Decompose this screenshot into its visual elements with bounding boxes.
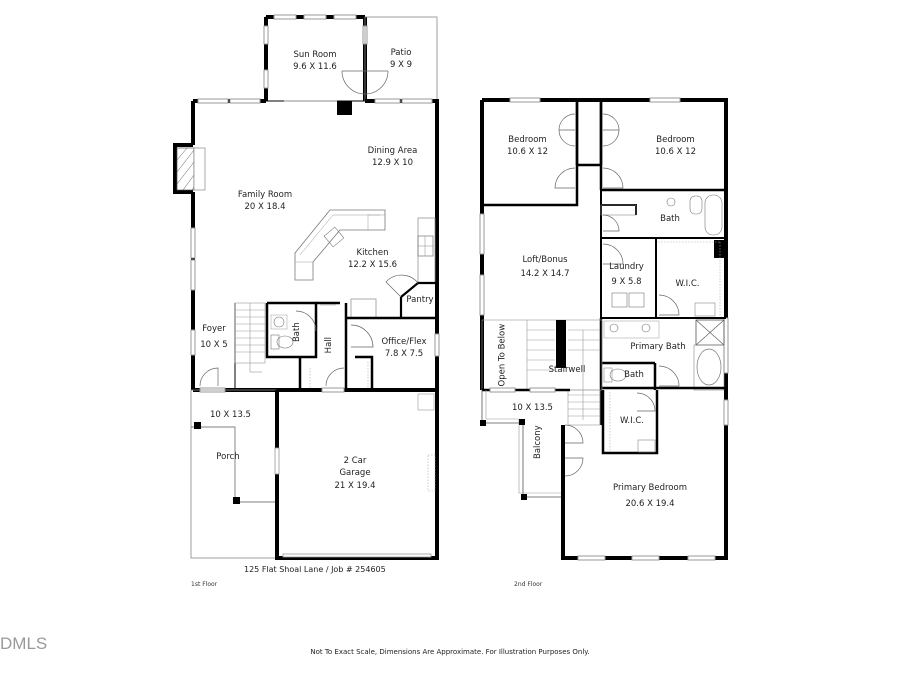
floor-label-2nd: 2nd Floor xyxy=(514,581,543,588)
room-dimensions: 9 X 5.8 xyxy=(611,277,642,288)
room-name: Porch xyxy=(216,452,240,462)
room-name: Foyer xyxy=(202,324,226,334)
room-porch-dimensions: 10 X 13.5 xyxy=(210,409,251,421)
room-pantry: Pantry xyxy=(404,294,436,306)
room-hall: Hall xyxy=(323,330,335,360)
second-floor-plan xyxy=(479,97,729,561)
room-name: Bath xyxy=(660,214,680,224)
room-name-line2: Garage xyxy=(339,468,371,479)
room-dining-area: Dining Area 12.9 X 10 xyxy=(360,145,425,170)
room-name: Pantry xyxy=(406,295,434,305)
room-name: Balcony xyxy=(532,425,543,460)
room-name: Loft/Bonus xyxy=(522,255,568,265)
room-name: Hall xyxy=(323,337,334,354)
room-bath-upper: Bath xyxy=(655,213,685,225)
room-name: Bath xyxy=(291,322,302,343)
room-primary-bath: Primary Bath xyxy=(628,341,688,353)
room-dimensions: 9 X 9 xyxy=(389,60,413,71)
room-wic-2: W.I.C. xyxy=(612,415,652,427)
room-name: Patio xyxy=(390,48,412,58)
room-bath-2: Bath xyxy=(620,369,648,381)
room-dimensions: 12.2 X 15.6 xyxy=(347,260,398,271)
room-bedroom-2: Bedroom 10.6 X 12 xyxy=(648,134,703,159)
room-patio: Patio 9 X 9 xyxy=(380,47,422,72)
room-bath: Bath xyxy=(291,317,303,347)
room-name: Stairwell xyxy=(548,365,586,375)
room-open-to-below: Open To Below xyxy=(496,323,508,388)
room-name: Primary Bath xyxy=(630,342,686,352)
room-dimensions: 10.6 X 12 xyxy=(655,147,696,158)
room-name: W.I.C. xyxy=(620,416,644,426)
room-laundry: Laundry 9 X 5.8 xyxy=(604,261,649,289)
room-name: Office/Flex xyxy=(381,337,427,347)
room-name: Dining Area xyxy=(367,146,418,156)
room-name: Family Room xyxy=(237,190,293,200)
floor-label-1st: 1st Floor xyxy=(191,581,218,588)
room-dimensions: 7.8 X 7.5 xyxy=(384,349,424,360)
room-name: Open To Below xyxy=(497,323,508,387)
room-wic-1: W.I.C. xyxy=(670,278,705,290)
room-dimensions: 12.9 X 10 xyxy=(372,158,413,169)
room-dimensions: 21 X 19.4 xyxy=(334,480,376,491)
room-name: Sun Room xyxy=(293,50,337,60)
room-loft-bonus: Loft/Bonus 14.2 X 14.7 xyxy=(515,254,575,281)
room-bedroom-1: Bedroom 10.6 X 12 xyxy=(500,134,555,159)
room-foyer: Foyer 10 X 5 xyxy=(196,323,232,352)
room-name: Bedroom xyxy=(656,135,695,145)
room-office-flex: Office/Flex 7.8 X 7.5 xyxy=(374,336,434,361)
room-name: Kitchen xyxy=(356,248,389,258)
room-sun-room: Sun Room 9.6 X 11.6 xyxy=(280,49,350,74)
address-caption: 125 Flat Shoal Lane / Job # 254605 xyxy=(244,565,386,574)
room-dimensions: 14.2 X 14.7 xyxy=(520,269,570,280)
room-name: Bath xyxy=(624,370,644,380)
room-kitchen: Kitchen 12.2 X 15.6 xyxy=(340,247,405,272)
room-dimensions: 10 X 5 xyxy=(200,340,228,351)
room-dimensions: 9.6 X 11.6 xyxy=(293,62,337,73)
room-name: W.I.C. xyxy=(675,279,700,289)
room-balcony: Balcony xyxy=(532,422,544,462)
room-name: Bedroom xyxy=(508,135,547,145)
room-dimensions: 10 X 13.5 xyxy=(210,410,251,420)
mls-watermark: DMLS xyxy=(0,634,48,653)
room-dimensions: 20 X 18.4 xyxy=(244,202,286,213)
room-dimensions: 10.6 X 12 xyxy=(507,147,548,158)
room-garage: 2 Car Garage 21 X 19.4 xyxy=(325,455,385,492)
room-family-room: Family Room 20 X 18.4 xyxy=(230,189,300,214)
room-porch: Porch xyxy=(213,451,243,463)
room-stairwell: Stairwell xyxy=(547,364,587,376)
room-name: 2 Car xyxy=(343,456,367,466)
room-name: Primary Bedroom xyxy=(613,483,687,493)
room-dimensions: 10 X 13.5 xyxy=(512,403,553,413)
room-balcony-dimensions: 10 X 13.5 xyxy=(512,402,553,414)
room-primary-bedroom: Primary Bedroom 20.6 X 19.4 xyxy=(610,482,690,511)
disclaimer-text: Not To Exact Scale, Dimensions Are Appro… xyxy=(310,648,590,656)
room-dimensions: 20.6 X 19.4 xyxy=(625,499,675,510)
room-name: Laundry xyxy=(609,262,644,272)
first-floor-plan xyxy=(173,14,440,560)
